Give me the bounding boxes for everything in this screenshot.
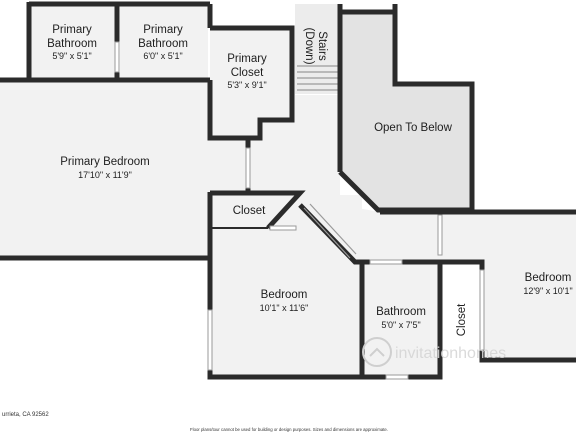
primary-bathroom-1-floor [29, 4, 117, 80]
bedroom-1-label: Bedroom [261, 289, 308, 301]
room-labels: Primary Bathroom 5'9" x 5'1" Primary Bat… [47, 24, 573, 336]
svg-text:Closet: Closet [231, 67, 264, 79]
stair-treads [297, 65, 338, 91]
primary-bathroom-1-dims: 5'9" x 5'1" [52, 51, 91, 61]
window-bedroom-1 [207, 309, 213, 371]
footer-address: urrieta, CA 92562 [2, 412, 49, 418]
bedroom-2-dims: 12'9" x 10'1" [523, 286, 572, 296]
bedroom-1-floor [210, 195, 362, 377]
bedroom-2-label: Bedroom [525, 272, 572, 284]
window-bathroom [385, 374, 409, 380]
primary-bedroom-label: Primary Bedroom [60, 156, 149, 168]
door-openings [114, 41, 485, 380]
door-primary-bedroom [245, 147, 251, 189]
closet-1-label: Closet [233, 205, 266, 217]
door-bedroom-2 [437, 214, 443, 256]
primary-bedroom-dims: 17'10" x 11'9" [78, 170, 132, 180]
bathroom-dims: 5'0" x 7'5" [381, 320, 420, 330]
door-closet-2 [479, 269, 485, 351]
primary-bathroom-2-dims: 6'0" x 5'1" [143, 51, 182, 61]
primary-closet-dims: 5'3" x 9'1" [227, 80, 266, 90]
bathroom-label: Bathroom [376, 306, 426, 318]
watermark-brand: invitationhomes [395, 345, 506, 362]
primary-bathroom-2-floor [120, 4, 208, 80]
stairs-label: Stairs [316, 31, 328, 61]
primary-bedroom-floor [0, 80, 210, 258]
door-bathroom [369, 259, 403, 265]
primary-closet-label: Primary [227, 53, 267, 65]
open-to-below-floor [340, 12, 472, 210]
footer: urrieta, CA 92562 Floor plans/tour canno… [2, 412, 388, 432]
svg-text:Bathroom: Bathroom [47, 38, 97, 50]
door-bath-divider [114, 41, 120, 73]
watermark-logo-icon [362, 337, 392, 367]
svg-text:Bathroom: Bathroom [138, 38, 188, 50]
closet-2-label: Closet [456, 303, 468, 336]
stairs-floor [295, 4, 340, 94]
watermark: invitationhomes [362, 337, 506, 367]
door-closet-1 [269, 225, 297, 231]
open-to-below-label: Open To Below [374, 122, 452, 134]
bedroom-1-dims: 10'1" x 11'6" [260, 303, 309, 313]
footer-disclaimer: Floor plans/tour cannot be used for buil… [190, 427, 388, 432]
svg-text:(Down): (Down) [303, 27, 315, 64]
primary-bathroom-1-label: Primary [52, 24, 92, 36]
primary-bathroom-2-label: Primary [143, 24, 183, 36]
